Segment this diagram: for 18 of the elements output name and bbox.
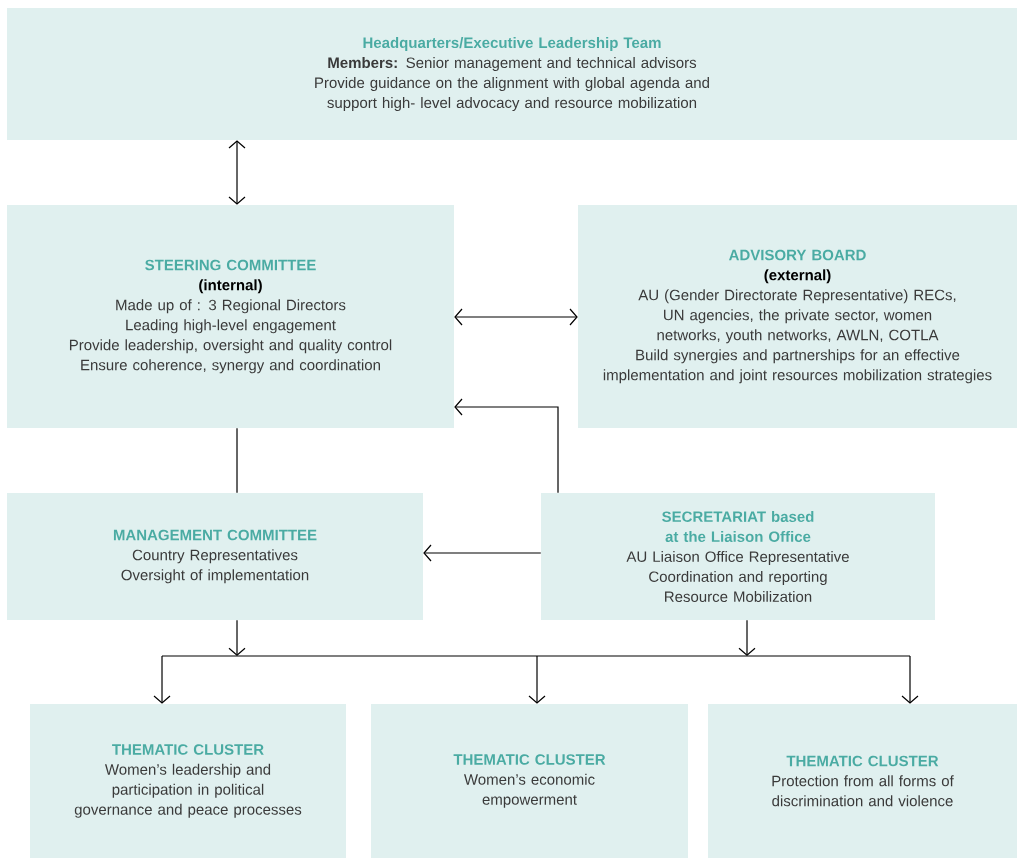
secretariat-box: SECRETARIAT based at the Liaison Office AU Liaison Office Representative Coordination and reporting Resource Mobilization: [541, 493, 935, 620]
cluster-box: THEMATIC CLUSTER Protection from all forms of discrimination and violence: [708, 704, 1017, 858]
committee-box: STEERING COMMITTEE (internal) Made up of : 3 Regional Directors Leading high-level engagement Provide leadership, oversight and quality control Ensure coherence, synergy and coordination: [7, 205, 454, 428]
board-box: ADVISORY BOARD (external) AU (Gender Directorate Representative) RECs, UN agencies, the private sector, women networks, youth networks, AWLN, COTLA Build synergies and partnerships for an effective implementation and joint resources mobilization strategies: [578, 205, 1017, 428]
connector-line: [161, 655, 911, 657]
arrow: [228, 140, 246, 205]
header-box: Headquarters/Executive Leadership Team Members: Senior management and technical advisors Provide guidance on the alignment with global agenda and support high- level advocacy and resource mobilization: [7, 8, 1017, 140]
arrow: [454, 308, 578, 326]
arrow: [228, 619, 246, 656]
arrow: [901, 655, 919, 704]
arrow: [738, 619, 756, 656]
arrow: [454, 398, 559, 494]
arrow: [528, 655, 546, 704]
committee-box: MANAGEMENT COMMITTEE Country Representatives Oversight of implementation: [7, 493, 423, 620]
cluster-box: THEMATIC CLUSTER Women’s economic empowerment: [371, 704, 688, 858]
arrow: [153, 655, 171, 704]
arrow: [423, 544, 542, 562]
cluster-box: THEMATIC CLUSTER Women’s leadership and participation in political governance and peace processes: [30, 704, 346, 858]
